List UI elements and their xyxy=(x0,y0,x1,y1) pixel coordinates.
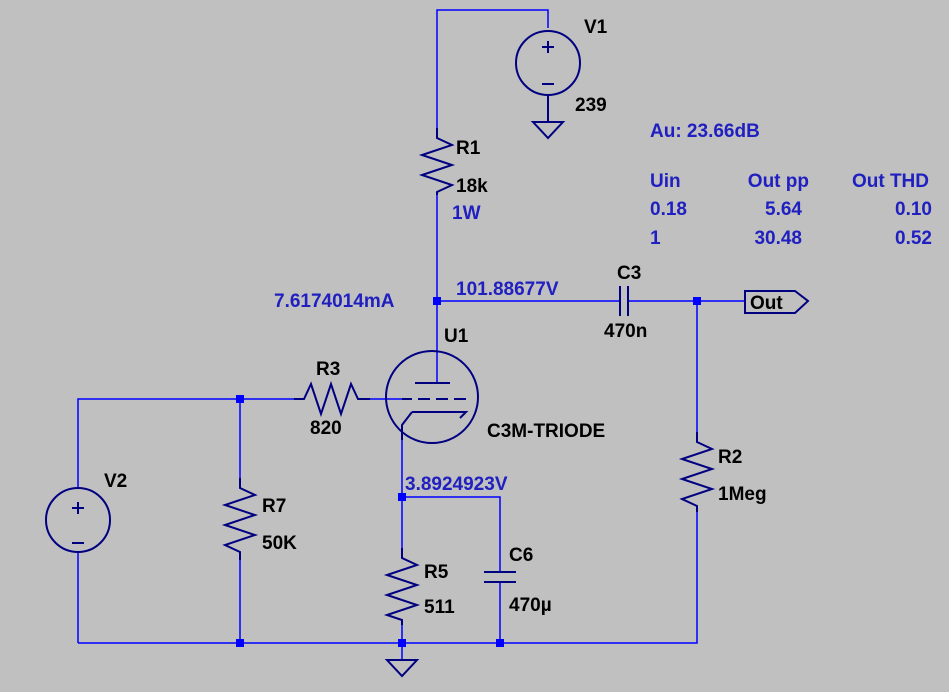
voltage-source-v2[interactable] xyxy=(45,487,111,553)
wire-r2-to-ground xyxy=(78,512,698,644)
output-port[interactable]: Out xyxy=(744,290,810,314)
r1-power-note: 1W xyxy=(452,203,481,224)
table-cell-uin: 0.18 xyxy=(650,199,687,220)
table-cell-out-thd: 0.10 xyxy=(895,199,932,220)
resistor-r7[interactable] xyxy=(221,478,259,560)
gain-readout: Au: 23.66dB xyxy=(650,121,760,142)
table-cell-out-pp: 5.64 xyxy=(765,199,802,220)
v1-name: V1 xyxy=(584,17,608,38)
c3-name: C3 xyxy=(617,263,641,284)
wire-input-left xyxy=(77,398,294,643)
r7-value: 50K xyxy=(262,533,297,554)
junction-node xyxy=(398,639,406,647)
c3-value: 470n xyxy=(604,321,647,342)
v2-name: V2 xyxy=(104,471,127,492)
junction-node xyxy=(236,395,244,403)
output-label: Out xyxy=(750,293,783,314)
r2-value: 1Meg xyxy=(718,484,767,505)
r5-value: 511 xyxy=(424,597,455,618)
resistor-r3[interactable] xyxy=(294,380,370,418)
table-cell-out-pp: 30.48 xyxy=(754,228,802,249)
junction-node xyxy=(398,493,406,501)
u1-name: U1 xyxy=(444,326,469,347)
ground-symbol xyxy=(384,659,420,678)
c6-value: 470µ xyxy=(509,595,552,616)
r1-name: R1 xyxy=(456,138,481,159)
r3-value: 820 xyxy=(310,418,342,439)
table-header-uin: Uin xyxy=(650,171,681,192)
voltage-source-v1[interactable] xyxy=(515,30,581,140)
anode-current-probe: 7.6174014mA xyxy=(274,291,395,312)
table-cell-uin: 1 xyxy=(650,228,661,249)
wire-c6 xyxy=(402,496,501,643)
junction-node xyxy=(693,297,701,305)
table-header-out-pp: Out pp xyxy=(748,171,809,192)
r3-name: R3 xyxy=(316,359,340,380)
cathode-voltage-probe: 3.8924923V xyxy=(405,474,508,495)
table-cell-out-thd: 0.52 xyxy=(895,228,932,249)
v1-value: 239 xyxy=(575,95,607,116)
resistor-r5[interactable] xyxy=(383,548,421,625)
capacitor-c6[interactable] xyxy=(484,571,516,583)
r1-value: 18k xyxy=(456,176,488,197)
wire-b-plus xyxy=(436,9,549,128)
results-table: Uin Out pp Out THD 0.18 5.64 0.10 1 30.4… xyxy=(650,171,932,249)
r7-name: R7 xyxy=(262,496,286,517)
junction-node xyxy=(433,297,441,305)
u1-model: C3M-TRIODE xyxy=(487,421,605,442)
junction-node xyxy=(236,639,244,647)
triode-u1[interactable] xyxy=(385,350,479,444)
junction-nodes xyxy=(236,297,701,647)
junction-node xyxy=(496,639,504,647)
r2-name: R2 xyxy=(718,447,742,468)
c6-name: C6 xyxy=(509,545,533,566)
anode-voltage-probe: 101.88677V xyxy=(456,279,559,300)
table-header-out-thd: Out THD xyxy=(852,171,929,192)
resistor-r1[interactable] xyxy=(418,128,456,195)
resistor-r2[interactable] xyxy=(678,432,716,512)
r5-name: R5 xyxy=(424,562,449,583)
capacitor-c3[interactable] xyxy=(619,286,629,316)
